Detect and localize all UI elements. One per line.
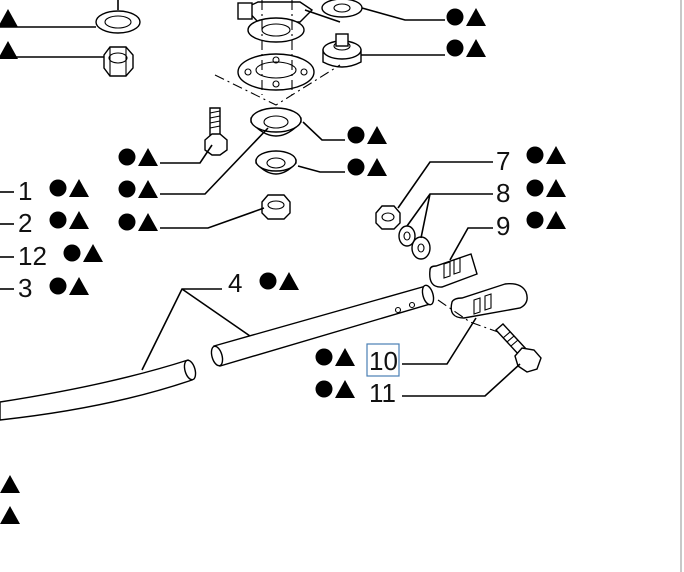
- leader-washer-lower: [297, 165, 345, 173]
- symbol-markers: [0, 8, 566, 524]
- circle-icon: [118, 213, 136, 231]
- leader-4: [141, 288, 251, 371]
- callout-7-label[interactable]: 7: [496, 146, 510, 176]
- triangle-icon: [546, 179, 566, 197]
- leader-8: [406, 193, 493, 239]
- clamp-half-9: [429, 253, 478, 288]
- washer-top-left: [95, 0, 141, 34]
- triangle-icon: [0, 475, 20, 493]
- center-axis-lines: [261, 0, 293, 95]
- circle-icon: [49, 277, 67, 295]
- cone-washer: [250, 107, 302, 137]
- bolt-axis-lines: [214, 64, 341, 106]
- triangle-icon: [546, 146, 566, 164]
- leader-washer: [302, 121, 345, 141]
- triangle-icon: [466, 8, 486, 26]
- callout-1-label[interactable]: 1: [18, 176, 32, 206]
- circle-icon: [49, 211, 67, 229]
- cone-washer-lower: [255, 150, 297, 175]
- spacer-right-upper: [321, 0, 363, 18]
- callout-2-label[interactable]: 2: [18, 208, 32, 238]
- flange-plate: [237, 53, 315, 91]
- leader-10: [402, 317, 477, 365]
- triangle-icon: [138, 180, 158, 198]
- circle-icon: [118, 148, 136, 166]
- callout-4-label[interactable]: 4: [228, 268, 242, 298]
- circle-icon: [347, 158, 365, 176]
- circle-icon: [347, 126, 365, 144]
- callout-10-selection-box: [366, 343, 400, 377]
- hub-upper: [237, 1, 314, 43]
- triangle-icon: [367, 126, 387, 144]
- leader-7: [397, 161, 493, 209]
- leader-top-right-b: [361, 7, 445, 21]
- triangle-icon: [138, 148, 158, 166]
- triangle-icon: [69, 211, 89, 229]
- leader-bolt: [160, 144, 213, 164]
- hex-bolt-left: [204, 107, 228, 156]
- triangle-icon: [0, 9, 18, 27]
- triangle-icon: [0, 506, 20, 524]
- leader-washer-left: [160, 127, 269, 195]
- triangle-icon: [83, 244, 103, 262]
- bolt-11: [494, 323, 542, 373]
- circle-icon: [526, 146, 544, 164]
- leader-9: [449, 227, 493, 261]
- triangle-icon: [0, 41, 18, 59]
- leader-nut: [160, 207, 265, 229]
- callout-11-label[interactable]: 11: [369, 378, 396, 408]
- circle-icon: [526, 179, 544, 197]
- circle-icon: [315, 380, 333, 398]
- circle-icon: [446, 8, 464, 26]
- circle-icon: [259, 272, 277, 290]
- circle-icon: [526, 211, 544, 229]
- triangle-icon: [69, 277, 89, 295]
- triangle-icon: [138, 213, 158, 231]
- triangle-icon: [335, 380, 355, 398]
- triangle-icon: [69, 179, 89, 197]
- callout-12-label[interactable]: 12: [18, 241, 47, 271]
- circle-icon: [446, 39, 464, 57]
- callout-8-label[interactable]: 8: [496, 178, 510, 208]
- triangle-icon: [466, 39, 486, 57]
- nut-center: [261, 194, 291, 220]
- circle-icon: [315, 348, 333, 366]
- circle-icon: [63, 244, 81, 262]
- nut-7: [375, 205, 401, 230]
- callout-3-label[interactable]: 3: [18, 273, 32, 303]
- tube-short: [210, 284, 435, 367]
- triangle-icon: [279, 272, 299, 290]
- callout-9-label[interactable]: 9: [496, 211, 510, 241]
- leader-11: [402, 363, 521, 397]
- washer-8b: [411, 236, 431, 260]
- circle-icon: [118, 180, 136, 198]
- triangle-icon: [335, 348, 355, 366]
- spacer-right-lower: [322, 33, 362, 68]
- clamp-bracket-10: [450, 282, 528, 319]
- circle-icon: [49, 179, 67, 197]
- triangle-icon: [367, 158, 387, 176]
- triangle-icon: [546, 211, 566, 229]
- tube-long-curved: [0, 359, 197, 421]
- leader-top-right-a: [304, 9, 341, 23]
- nut-top-left: [103, 46, 134, 77]
- callout-10-label[interactable]: 10: [369, 346, 398, 376]
